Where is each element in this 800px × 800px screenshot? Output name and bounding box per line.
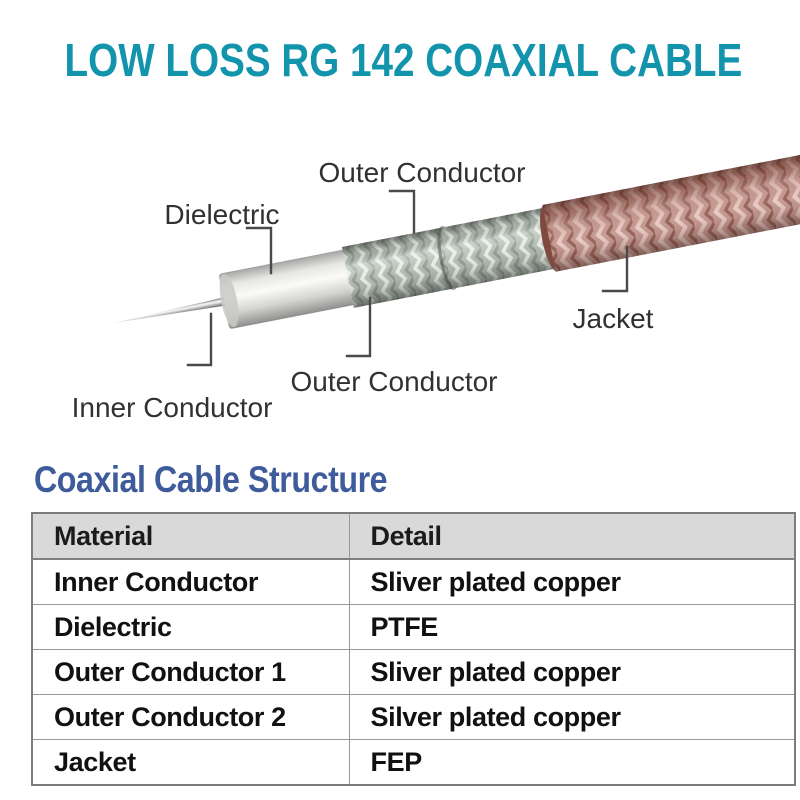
cell-material: Outer Conductor 2 xyxy=(31,694,350,740)
cell-material: Outer Conductor 1 xyxy=(31,649,350,695)
label-inner-conductor: Inner Conductor xyxy=(71,392,273,423)
dielectric-segment xyxy=(218,248,362,329)
cell-detail: FEP xyxy=(348,739,796,786)
cell-material: Dielectric xyxy=(31,604,350,650)
section-heading: Coaxial Cable Structure xyxy=(34,459,388,500)
page-title-text: LOW LOSS RG 142 COAXIAL CABLE xyxy=(64,34,743,86)
leader-line-inner-conductor xyxy=(186,312,213,367)
leader-line-dielectric xyxy=(245,226,273,275)
label-outer-conductor-bottom: Outer Conductor xyxy=(290,366,498,397)
table-row: Jacket FEP xyxy=(31,739,796,786)
cell-material: Jacket xyxy=(31,739,350,786)
leader-line-jacket xyxy=(601,245,629,293)
inner-conductor-wire xyxy=(114,292,247,323)
outer-conductor-2-shading xyxy=(441,207,557,289)
cell-detail: Sliver plated copper xyxy=(348,649,796,695)
label-dielectric: Dielectric xyxy=(164,199,280,230)
outer-conductor-1-shading xyxy=(341,227,455,308)
cell-detail: Silver plated copper xyxy=(348,694,796,740)
page-title: LOW LOSS RG 142 COAXIAL CABLE xyxy=(0,37,800,83)
table-row: Dielectric PTFE xyxy=(31,604,796,650)
leader-line-outer-conductor-top xyxy=(388,189,416,234)
cable-illustration xyxy=(114,149,800,367)
table-header-detail: Detail xyxy=(348,512,796,560)
materials-table: Material Detail Inner Conductor Sliver p… xyxy=(31,512,796,786)
table-row: Inner Conductor Sliver plated copper xyxy=(31,558,796,605)
table-header-row: Material Detail xyxy=(31,512,796,560)
cable-diagram: Outer Conductor Dielectric Jacket Outer … xyxy=(71,149,800,423)
cell-detail: Sliver plated copper xyxy=(348,558,796,605)
table-row: Outer Conductor 1 Sliver plated copper xyxy=(31,649,796,695)
leader-line-outer-conductor-bottom xyxy=(345,296,372,358)
jacket-shading xyxy=(542,149,800,272)
dielectric-end-face xyxy=(219,274,239,328)
label-outer-conductor-top: Outer Conductor xyxy=(318,157,526,188)
table-row: Outer Conductor 2 Silver plated copper xyxy=(31,694,796,740)
table-header-material: Material xyxy=(31,512,350,560)
cell-detail: PTFE xyxy=(348,604,796,650)
cell-material: Inner Conductor xyxy=(31,558,350,605)
label-jacket: Jacket xyxy=(572,303,654,334)
